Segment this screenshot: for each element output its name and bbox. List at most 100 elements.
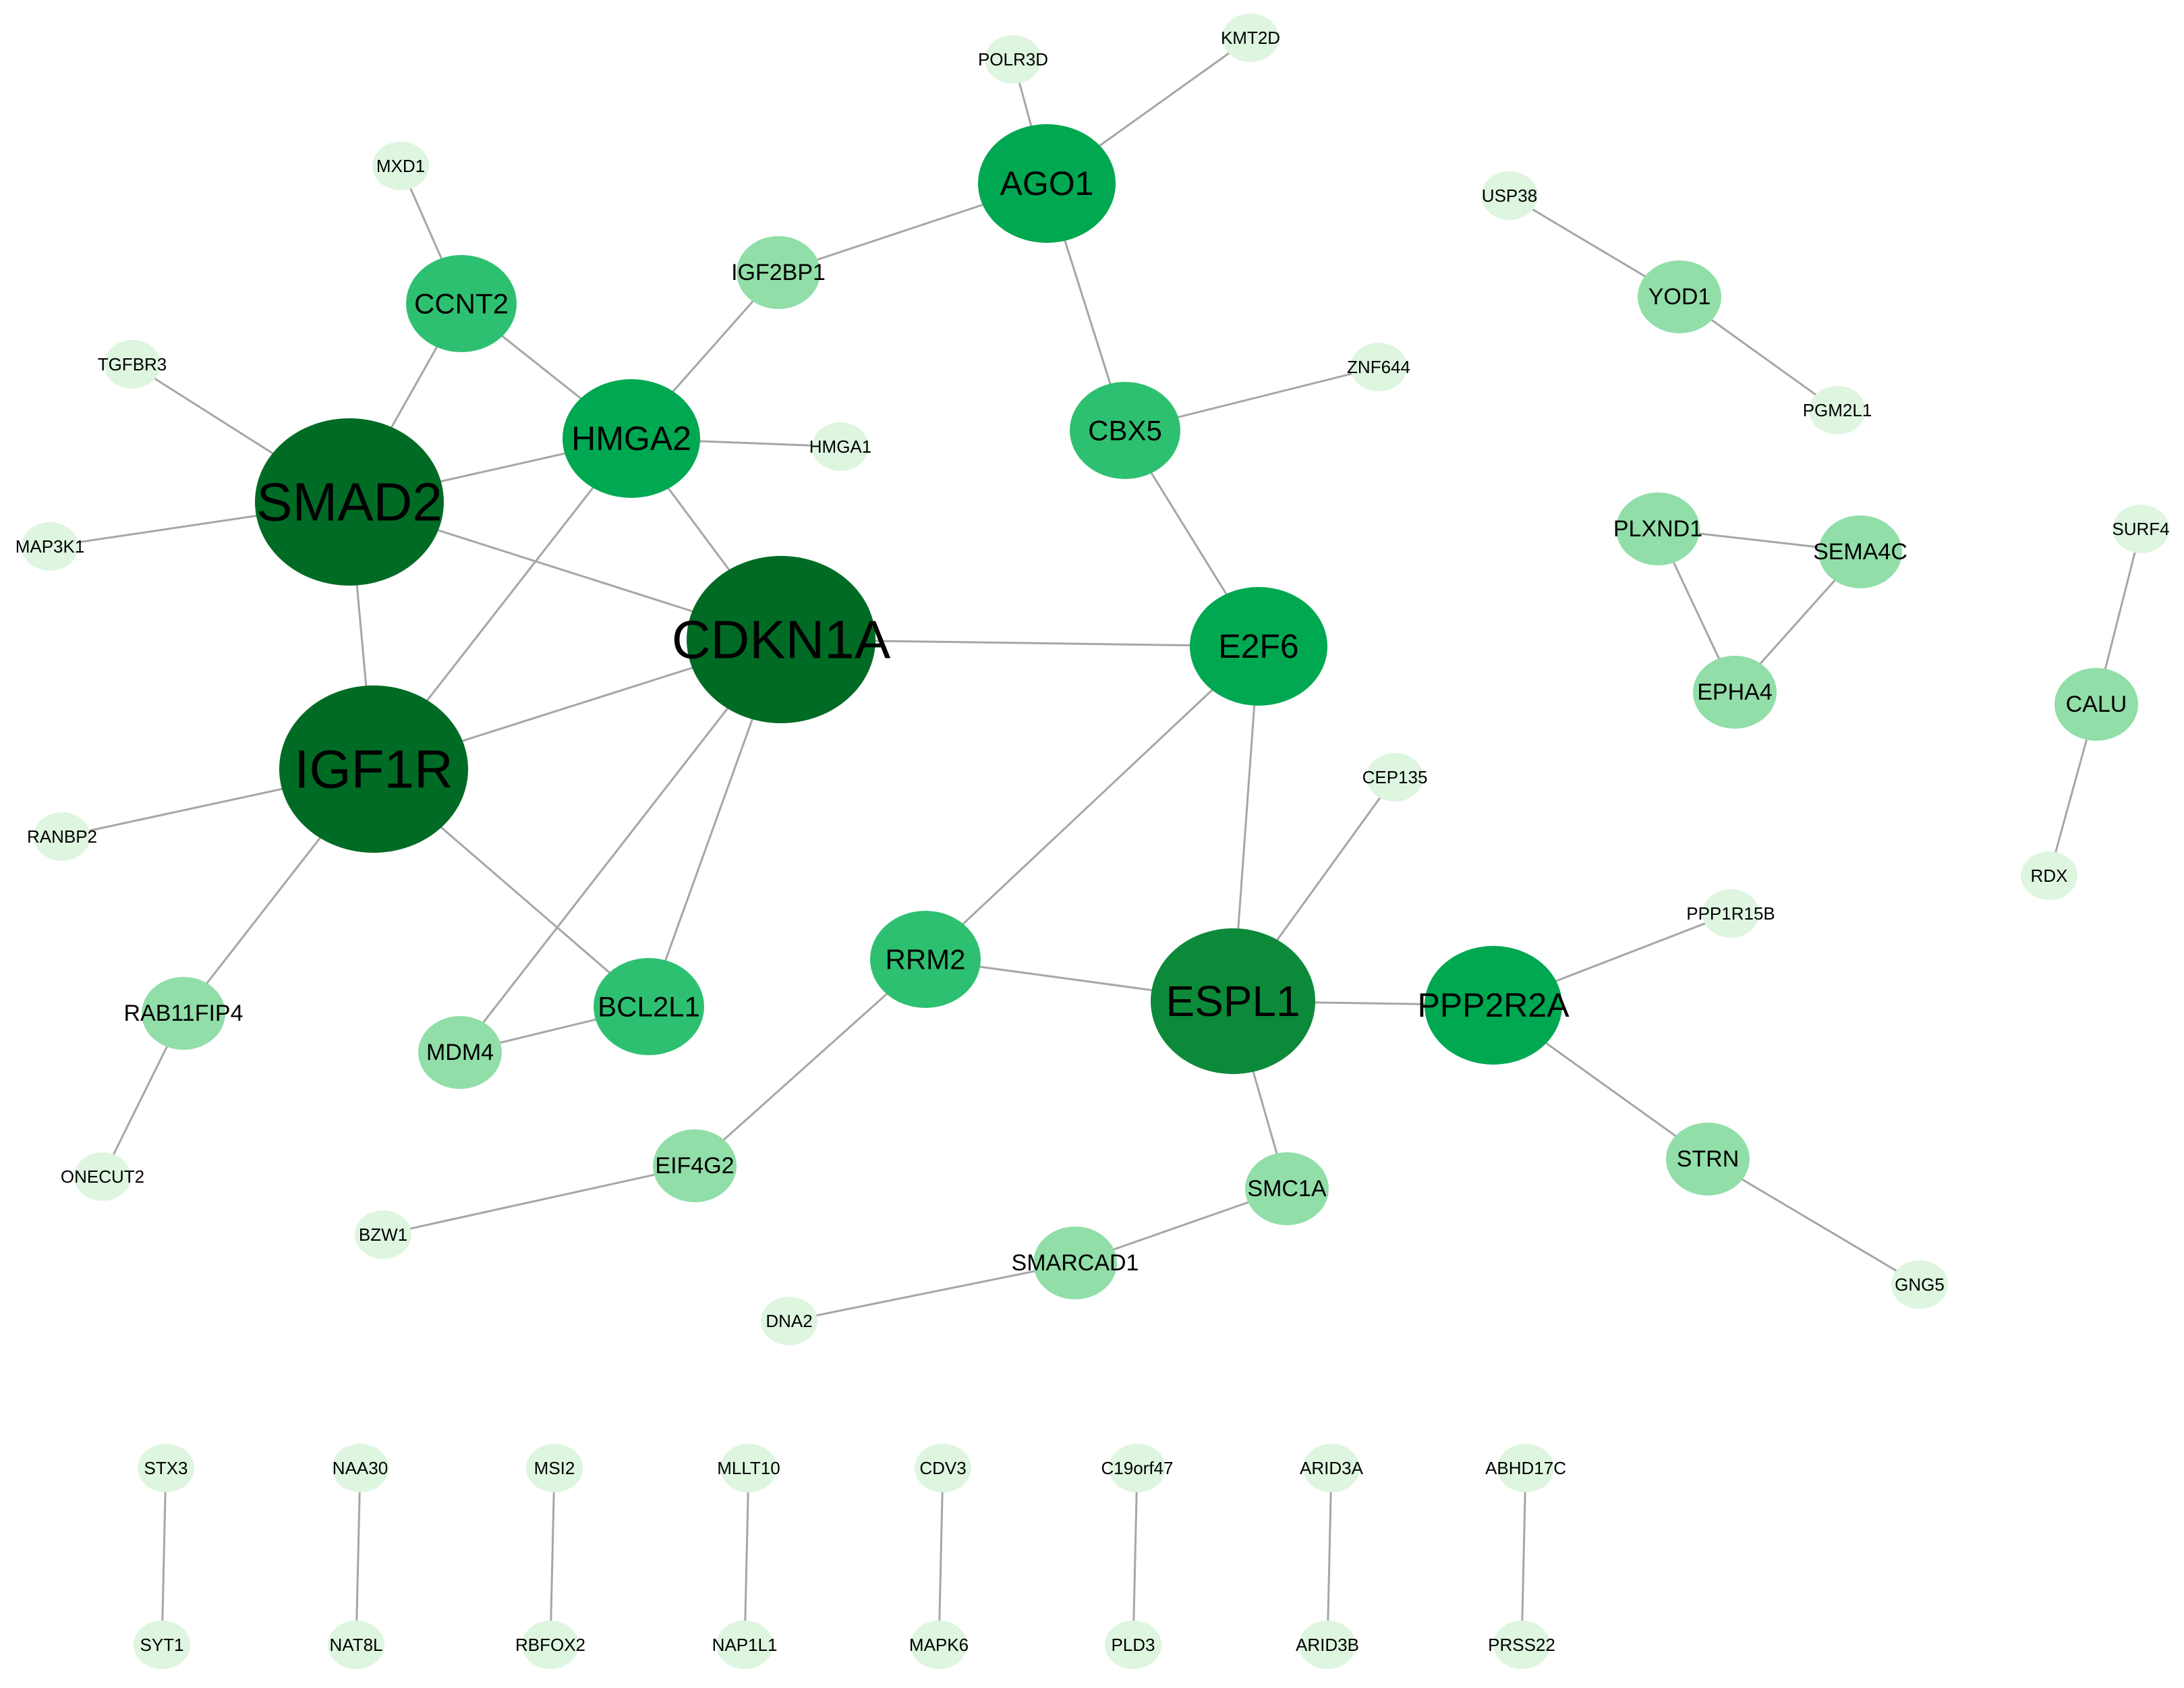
node-circle-yod1[interactable]: [1638, 260, 1721, 333]
node-circle-cdv3[interactable]: [915, 1444, 971, 1492]
node-epha4[interactable]: EPHA4: [1693, 656, 1777, 729]
node-hmga1[interactable]: HMGA1: [809, 422, 871, 471]
node-circle-msi2[interactable]: [526, 1444, 583, 1492]
node-c19orf47[interactable]: C19orf47: [1101, 1444, 1174, 1492]
node-msi2[interactable]: MSI2: [526, 1444, 583, 1492]
node-circle-cdkn1a[interactable]: [687, 556, 875, 723]
node-circle-smad2[interactable]: [255, 418, 444, 586]
node-kmt2d[interactable]: KMT2D: [1221, 13, 1280, 62]
node-cbx5[interactable]: CBX5: [1070, 382, 1180, 479]
node-circle-znf644[interactable]: [1350, 343, 1407, 391]
node-ppp1r15b[interactable]: PPP1R15B: [1686, 889, 1775, 938]
node-circle-calu[interactable]: [2054, 668, 2138, 741]
node-circle-pld3[interactable]: [1105, 1621, 1161, 1669]
node-circle-arid3a[interactable]: [1303, 1444, 1360, 1492]
node-smad2[interactable]: SMAD2: [255, 418, 444, 586]
node-circle-onecut2[interactable]: [74, 1152, 131, 1201]
node-mllt10[interactable]: MLLT10: [717, 1444, 780, 1492]
node-sema4c[interactable]: SEMA4C: [1813, 515, 1907, 588]
node-circle-abhd17c[interactable]: [1497, 1444, 1554, 1492]
node-circle-surf4[interactable]: [2113, 505, 2169, 553]
node-onecut2[interactable]: ONECUT2: [61, 1152, 144, 1201]
node-circle-c19orf47[interactable]: [1109, 1444, 1166, 1492]
node-circle-igf1r[interactable]: [279, 685, 468, 853]
node-circle-strn[interactable]: [1666, 1123, 1750, 1195]
node-circle-e2f6[interactable]: [1190, 587, 1327, 706]
node-circle-ppp2r2a[interactable]: [1425, 946, 1562, 1065]
node-ccnt2[interactable]: CCNT2: [406, 255, 517, 352]
node-bcl2l1[interactable]: BCL2L1: [594, 958, 704, 1055]
node-smc1a[interactable]: SMC1A: [1245, 1152, 1329, 1225]
node-circle-mdm4[interactable]: [418, 1016, 502, 1089]
node-surf4[interactable]: SURF4: [2112, 505, 2170, 553]
node-smarcad1[interactable]: SMARCAD1: [1012, 1227, 1139, 1299]
node-usp38[interactable]: USP38: [1481, 171, 1538, 220]
node-gng5[interactable]: GNG5: [1891, 1260, 1948, 1309]
node-ranbp2[interactable]: RANBP2: [27, 812, 97, 861]
node-rbfox2[interactable]: RBFOX2: [515, 1621, 585, 1669]
node-circle-rab11fip4[interactable]: [142, 977, 225, 1050]
node-circle-nat8l[interactable]: [328, 1621, 384, 1669]
node-circle-cbx5[interactable]: [1070, 382, 1180, 479]
node-nap1l1[interactable]: NAP1L1: [712, 1621, 778, 1669]
node-circle-smarcad1[interactable]: [1033, 1227, 1117, 1299]
node-pgm2l1[interactable]: PGM2L1: [1803, 386, 1872, 434]
node-cep135[interactable]: CEP135: [1362, 753, 1428, 801]
node-nat8l[interactable]: NAT8L: [328, 1621, 384, 1669]
node-strn[interactable]: STRN: [1666, 1123, 1750, 1195]
node-ppp2r2a[interactable]: PPP2R2A: [1417, 946, 1570, 1065]
node-polr3d[interactable]: POLR3D: [978, 35, 1048, 84]
node-arid3a[interactable]: ARID3A: [1300, 1444, 1364, 1492]
node-circle-sema4c[interactable]: [1818, 515, 1902, 588]
node-circle-bcl2l1[interactable]: [594, 958, 704, 1055]
node-calu[interactable]: CALU: [2054, 668, 2138, 741]
node-mdm4[interactable]: MDM4: [418, 1016, 502, 1089]
node-e2f6[interactable]: E2F6: [1190, 587, 1327, 706]
node-circle-tgfbr3[interactable]: [104, 340, 161, 389]
node-espl1[interactable]: ESPL1: [1151, 928, 1315, 1074]
node-circle-kmt2d[interactable]: [1222, 13, 1279, 62]
node-circle-stx3[interactable]: [138, 1444, 194, 1492]
node-rdx[interactable]: RDX: [2021, 851, 2077, 900]
node-circle-mapk6[interactable]: [911, 1621, 967, 1669]
node-hmga2[interactable]: HMGA2: [563, 379, 700, 498]
node-mxd1[interactable]: MXD1: [372, 142, 429, 190]
node-circle-nap1l1[interactable]: [716, 1621, 773, 1669]
node-mapk6[interactable]: MAPK6: [909, 1621, 969, 1669]
node-circle-naa30[interactable]: [332, 1444, 389, 1492]
node-circle-syt1[interactable]: [134, 1621, 190, 1669]
node-circle-ppp1r15b[interactable]: [1702, 889, 1759, 938]
node-plxnd1[interactable]: PLXND1: [1613, 493, 1702, 565]
node-tgfbr3[interactable]: TGFBR3: [98, 340, 167, 389]
node-naa30[interactable]: NAA30: [332, 1444, 389, 1492]
node-igf1r[interactable]: IGF1R: [279, 685, 468, 853]
node-circle-usp38[interactable]: [1481, 171, 1538, 220]
node-map3k1[interactable]: MAP3K1: [16, 522, 85, 571]
node-circle-mllt10[interactable]: [720, 1444, 777, 1492]
node-circle-bzw1[interactable]: [355, 1210, 411, 1259]
node-dna2[interactable]: DNA2: [761, 1297, 817, 1345]
node-circle-ranbp2[interactable]: [34, 812, 90, 861]
node-igf2bp1[interactable]: IGF2BP1: [731, 236, 826, 309]
node-circle-rdx[interactable]: [2021, 851, 2077, 900]
node-circle-rbfox2[interactable]: [522, 1621, 579, 1669]
node-eif4g2[interactable]: EIF4G2: [653, 1129, 737, 1202]
node-cdkn1a[interactable]: CDKN1A: [672, 556, 891, 723]
node-circle-prss22[interactable]: [1493, 1621, 1550, 1669]
node-rrm2[interactable]: RRM2: [870, 911, 981, 1008]
node-circle-smc1a[interactable]: [1245, 1152, 1329, 1225]
node-circle-polr3d[interactable]: [985, 35, 1041, 84]
node-circle-pgm2l1[interactable]: [1809, 386, 1866, 434]
node-circle-espl1[interactable]: [1151, 928, 1315, 1074]
node-circle-hmga1[interactable]: [812, 422, 869, 471]
node-arid3b[interactable]: ARID3B: [1296, 1621, 1359, 1669]
node-circle-ccnt2[interactable]: [406, 255, 517, 352]
node-abhd17c[interactable]: ABHD17C: [1485, 1444, 1566, 1492]
node-znf644[interactable]: ZNF644: [1347, 343, 1410, 391]
node-circle-map3k1[interactable]: [22, 522, 78, 571]
node-cdv3[interactable]: CDV3: [915, 1444, 971, 1492]
node-circle-dna2[interactable]: [761, 1297, 817, 1345]
node-bzw1[interactable]: BZW1: [355, 1210, 411, 1259]
node-rab11fip4[interactable]: RAB11FIP4: [123, 977, 243, 1050]
node-ago1[interactable]: AGO1: [978, 124, 1116, 243]
